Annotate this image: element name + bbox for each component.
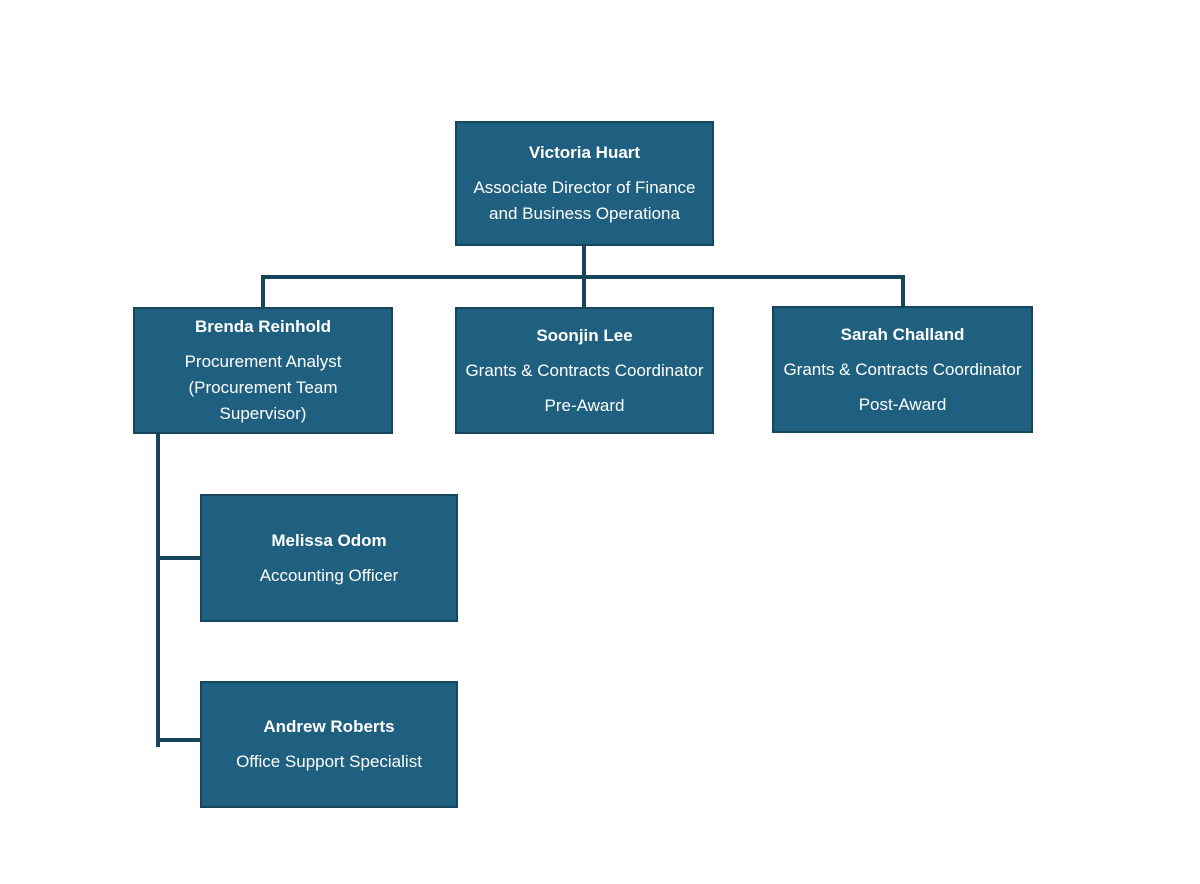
node-brenda-reinhold: Brenda Reinhold Procurement Analyst (Pro… bbox=[133, 307, 393, 434]
person-title: Procurement Analyst (Procurement Team Su… bbox=[184, 352, 342, 423]
person-subtitle: Pre-Award bbox=[544, 395, 625, 415]
node-melissa-odom: Melissa Odom Accounting Officer bbox=[200, 494, 458, 622]
person-name: Andrew Roberts bbox=[263, 717, 395, 736]
person-title: Associate Director of Finance and Busine… bbox=[473, 178, 696, 223]
person-title: Grants & Contracts Coordinator bbox=[465, 360, 704, 380]
person-title: Office Support Specialist bbox=[236, 752, 422, 771]
node-soonjin-lee: Soonjin Lee Grants & Contracts Coordinat… bbox=[455, 307, 714, 434]
person-title: Accounting Officer bbox=[259, 565, 399, 585]
person-title: Grants & Contracts Coordinator bbox=[783, 359, 1022, 379]
person-name: Melissa Odom bbox=[271, 530, 387, 550]
connector-bus-to-sarah bbox=[901, 275, 905, 306]
person-name: Victoria Huart bbox=[528, 143, 641, 162]
node-sarah-challand: Sarah Challand Grants & Contracts Coordi… bbox=[772, 306, 1033, 433]
connector-horizontal-bus bbox=[261, 275, 905, 279]
connector-brenda-children-spine bbox=[156, 434, 160, 747]
node-andrew-roberts: Andrew Roberts Office Support Specialist bbox=[200, 681, 458, 808]
node-victoria-huart: Victoria Huart Associate Director of Fin… bbox=[455, 121, 714, 246]
person-name: Sarah Challand bbox=[840, 324, 965, 344]
person-name: Soonjin Lee bbox=[536, 325, 633, 345]
person-subtitle: Post-Award bbox=[858, 394, 947, 414]
connector-spine-to-melissa bbox=[156, 556, 200, 560]
connector-bus-to-brenda bbox=[261, 275, 265, 307]
person-name: Brenda Reinhold bbox=[194, 317, 331, 336]
connector-spine-to-andrew bbox=[156, 738, 200, 742]
